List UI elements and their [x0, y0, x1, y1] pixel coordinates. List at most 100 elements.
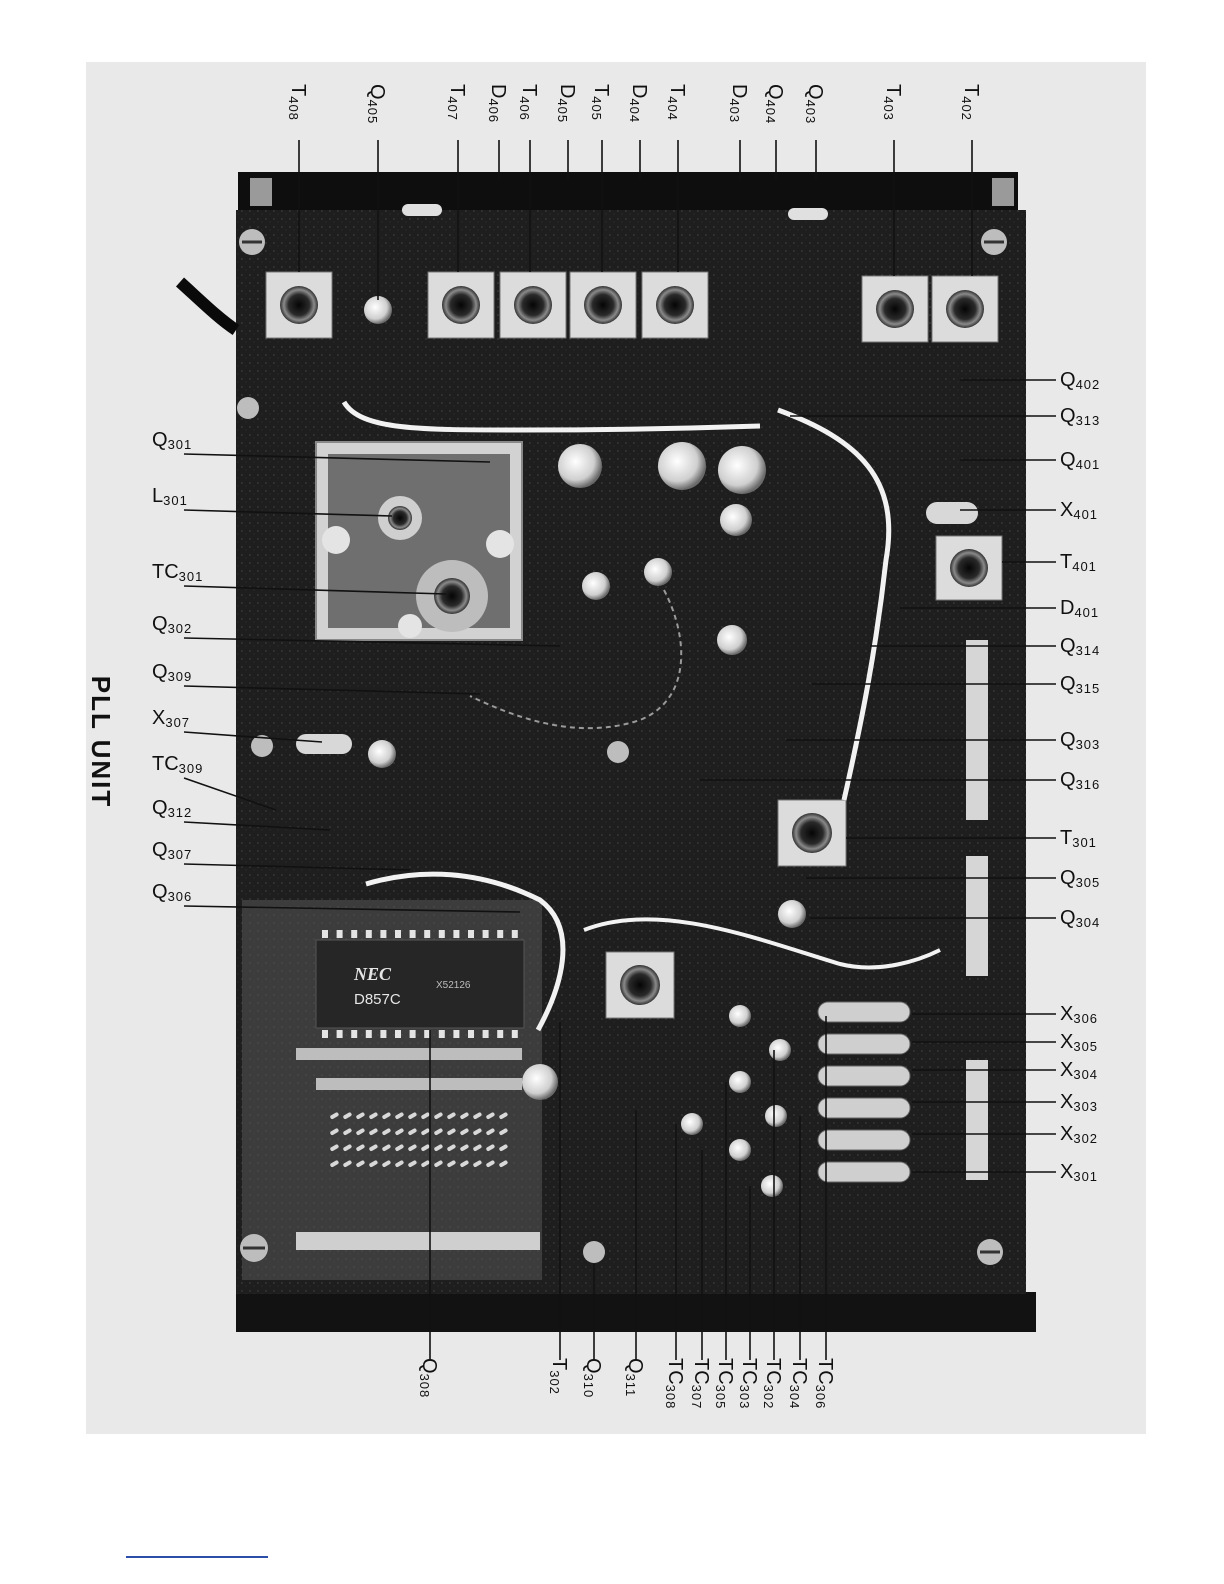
label-t406: T406	[517, 84, 540, 121]
label-t402: T402	[959, 84, 982, 121]
label-x306: X306	[1060, 1003, 1098, 1026]
connector-j303	[966, 640, 988, 820]
wire	[777, 407, 892, 801]
label-t302: T302	[547, 1358, 570, 1395]
leader-line-q312	[183, 821, 331, 831]
label-x301: X301	[1060, 1161, 1098, 1184]
pll-ic-chip: NEC D857C X52126	[315, 939, 525, 1029]
label-tc304: TC304	[787, 1358, 810, 1409]
label-q303: Q303	[1060, 729, 1100, 752]
wire	[341, 400, 761, 433]
header-strip	[296, 1048, 522, 1060]
leader-line-q306	[183, 905, 521, 913]
rail-diode	[788, 208, 828, 220]
leader-line-q302	[183, 637, 561, 647]
coil-can-row-top	[265, 271, 999, 343]
crystal-bank	[817, 1001, 911, 1183]
connector-j301	[966, 856, 988, 976]
electrolytic-capacitor	[778, 900, 806, 928]
label-q401: Q401	[1060, 449, 1100, 472]
component-labels: T408Q405T407D406T406D405T405D404T404D403…	[152, 84, 1100, 1409]
rail-bracket	[250, 178, 272, 206]
label-d403: D403	[727, 84, 750, 123]
label-q404: Q404	[763, 84, 786, 124]
label-q306: Q306	[152, 881, 192, 904]
crystal-x307-body	[296, 734, 352, 754]
label-q308: Q308	[417, 1358, 440, 1398]
diode-matrix	[330, 1112, 508, 1167]
rail-diode	[402, 204, 442, 216]
screw	[251, 735, 273, 757]
leader-line-tc309	[183, 777, 277, 811]
chassis-rail-top	[238, 172, 1018, 212]
cable	[175, 277, 240, 335]
screw	[237, 397, 259, 419]
screw	[977, 1239, 1003, 1265]
label-tc303: TC303	[737, 1358, 760, 1409]
circuit-board-photo: NEC D857C X52126	[86, 62, 1146, 1434]
label-t405: T405	[589, 84, 612, 121]
label-d405: D405	[555, 84, 578, 123]
ic-date-code: X52126	[436, 980, 471, 991]
label-q313: Q313	[1060, 405, 1100, 428]
ic-brand: NEC	[353, 964, 392, 984]
label-d404: D404	[627, 84, 650, 123]
label-x302: X302	[1060, 1123, 1098, 1146]
label-tc302: TC302	[761, 1358, 784, 1409]
label-x307: X307	[152, 707, 190, 730]
electrolytic-capacitor	[582, 572, 610, 600]
footer-rule	[126, 1556, 268, 1558]
label-t403: T403	[881, 84, 904, 121]
label-t407: T407	[445, 84, 468, 121]
wire	[365, 871, 566, 1032]
label-d401: D401	[1060, 597, 1099, 620]
leader-line-tc301	[183, 585, 447, 595]
leader-lines	[183, 140, 1056, 1360]
label-q316: Q316	[1060, 769, 1100, 792]
label-q304: Q304	[1060, 907, 1100, 930]
rail-bracket	[992, 178, 1014, 206]
electrolytic-capacitor	[718, 446, 766, 494]
label-q305: Q305	[1060, 867, 1100, 890]
electrolytic-capacitor	[558, 444, 602, 488]
leader-line-q309	[183, 685, 481, 695]
label-q314: Q314	[1060, 635, 1100, 658]
label-q309: Q309	[152, 661, 192, 684]
ic-part-number: D857C	[354, 991, 401, 1008]
trimmer-capacitors	[681, 1005, 791, 1197]
label-q307: Q307	[152, 839, 192, 862]
wire	[583, 917, 941, 970]
electrolytic-capacitor	[658, 442, 706, 490]
connector-j302	[966, 1060, 988, 1180]
label-x304: X304	[1060, 1059, 1098, 1082]
screw	[981, 229, 1007, 255]
label-q405: Q405	[365, 84, 388, 124]
label-tc306: TC306	[813, 1358, 836, 1409]
label-tc305: TC305	[713, 1358, 736, 1409]
diagram-title: PLL UNIT	[86, 676, 116, 809]
label-t401: T401	[1060, 551, 1097, 574]
label-q301: Q301	[152, 429, 192, 452]
leader-line-q307	[183, 863, 411, 871]
label-q402: Q402	[1060, 369, 1100, 392]
wire	[469, 589, 683, 730]
label-q311: Q311	[623, 1358, 646, 1397]
leader-line-x307	[183, 731, 323, 743]
label-d406: D406	[486, 84, 509, 123]
label-tc307: TC307	[689, 1358, 712, 1409]
label-l301: L301	[152, 485, 188, 508]
header-strip	[316, 1078, 522, 1090]
label-q315: Q315	[1060, 673, 1100, 696]
screw	[240, 1234, 268, 1262]
screw	[607, 741, 629, 763]
leader-line-q301	[183, 453, 491, 463]
electrolytic-capacitor	[717, 625, 747, 655]
vco-shield-can	[315, 441, 523, 641]
electrolytic-capacitor	[644, 558, 672, 586]
ic-pin-row	[322, 930, 518, 1038]
label-t301: T301	[1060, 827, 1097, 850]
label-tc308: TC308	[663, 1358, 686, 1409]
label-q302: Q302	[152, 613, 192, 636]
crystal-x401-body	[926, 502, 978, 524]
